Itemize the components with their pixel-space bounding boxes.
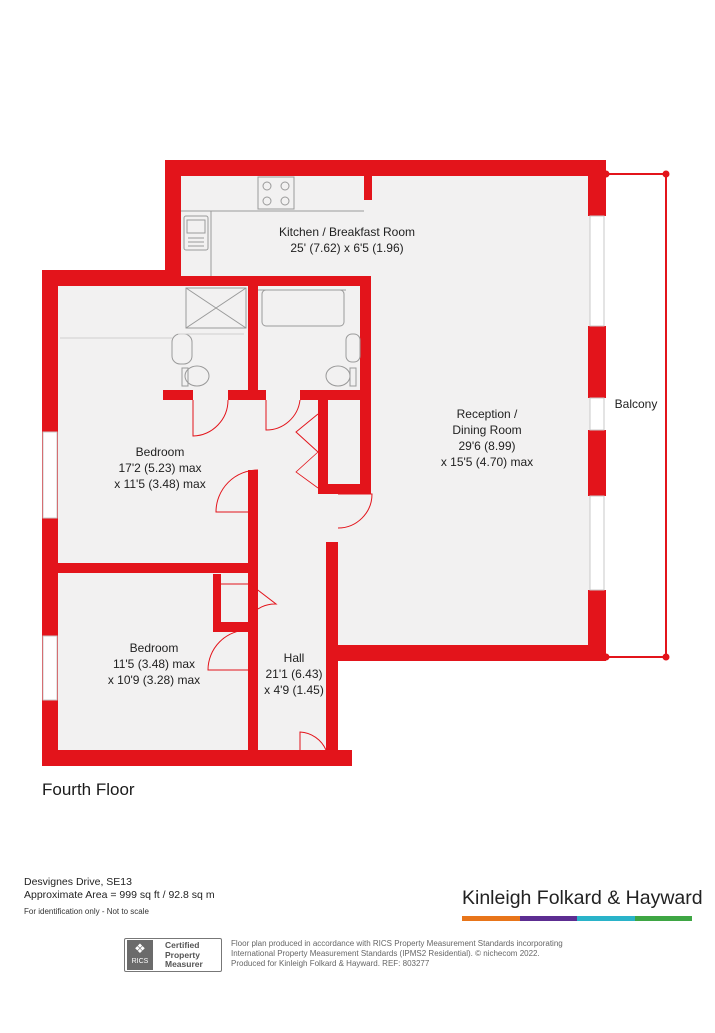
hall-label: Hall 21'1 (6.43) x 4'9 (1.45) — [254, 650, 334, 698]
rics-emblem-icon: ❖ — [134, 941, 146, 956]
area-line: Approximate Area = 999 sq ft / 92.8 sq m — [24, 889, 215, 901]
bedroom1-name: Bedroom — [135, 445, 185, 459]
disclaimer-line1: Floor plan produced in accordance with R… — [231, 939, 563, 948]
balcony-label: Balcony — [610, 396, 662, 412]
kitchen-fixtures — [181, 176, 364, 276]
sink-icon — [183, 215, 209, 251]
hall-floor — [250, 395, 330, 755]
reception-floor — [330, 176, 598, 648]
bedroom1-label: Bedroom 17'2 (5.23) max x 11'5 (3.48) ma… — [90, 444, 230, 492]
bedroom2-label: Bedroom 11'5 (3.48) max x 10'9 (3.28) ma… — [84, 640, 224, 688]
shower-icon — [185, 287, 247, 329]
balcony-name: Balcony — [614, 397, 658, 411]
bedroom2-name: Bedroom — [129, 641, 179, 655]
balcony — [602, 170, 670, 661]
floor-title: Fourth Floor — [42, 780, 135, 799]
ensuite-floor — [176, 282, 248, 395]
disclaimer: Floor plan produced in accordance with R… — [231, 939, 611, 969]
bathroom-fixtures — [60, 287, 361, 387]
scale-note: For identification only - Not to scale — [24, 907, 149, 916]
hall-dim-line2: x 4'9 (1.45) — [264, 683, 324, 697]
reception-dim-line2: x 15'5 (4.70) max — [440, 455, 534, 469]
basin2-icon — [345, 333, 361, 363]
address-line: Desvignes Drive, SE13 — [24, 876, 132, 888]
rics-badge-line3: Measurer — [165, 959, 203, 969]
kitchen-dims: 25' (7.62) x 6'5 (1.96) — [290, 241, 404, 255]
bedroom1-dim-line1: 17'2 (5.23) max — [118, 461, 202, 475]
disclaimer-line3: Produced for Kinleigh Folkard & Hayward.… — [231, 959, 430, 968]
brand-color-bar — [462, 916, 692, 921]
brand-bar-orange — [462, 916, 520, 921]
reception-dim-line1: 29'6 (8.99) — [458, 439, 516, 453]
bedroom2-dim-line2: x 10'9 (3.28) max — [107, 673, 201, 687]
brand-bar-purple — [519, 916, 577, 921]
rics-certified-badge: ❖ RICS Certified Property Measurer — [124, 938, 222, 972]
hob-icon — [257, 176, 295, 210]
address-block: Desvignes Drive, SE13 Approximate Area =… — [24, 876, 215, 918]
kitchen-floor — [176, 176, 336, 282]
brand-bar-green — [634, 916, 692, 921]
rics-logo: ❖ RICS — [127, 940, 153, 970]
doors — [192, 399, 373, 751]
hall-name: Hall — [283, 651, 305, 665]
bedroom1-dim-line2: x 11'5 (3.48) max — [114, 477, 206, 491]
disclaimer-line2: International Property Measurement Stand… — [231, 949, 540, 958]
reception-label: Reception / Dining Room 29'6 (8.99) x 15… — [412, 406, 562, 470]
hall-dim-line1: 21'1 (6.43) — [265, 667, 323, 681]
brand-bar-teal — [577, 916, 635, 921]
reception-name-line2: Dining Room — [452, 423, 522, 437]
brand-name: Kinleigh Folkard & Hayward — [462, 887, 703, 909]
rics-logo-text: RICS — [131, 958, 149, 965]
windows — [42, 215, 605, 701]
bedroom2-dim-line1: 11'5 (3.48) max — [112, 657, 196, 671]
reception-name-line1: Reception / — [456, 407, 518, 421]
kitchen-name: Kitchen / Breakfast Room — [278, 225, 416, 239]
rics-badge-line2: Property — [165, 949, 200, 960]
kitchen-label: Kitchen / Breakfast Room 25' (7.62) x 6'… — [262, 224, 432, 256]
rics-badge-text: Certified Property Measurer — [165, 940, 203, 970]
bathroom-floor — [256, 282, 360, 395]
rics-badge-line1: Certified — [165, 940, 200, 950]
